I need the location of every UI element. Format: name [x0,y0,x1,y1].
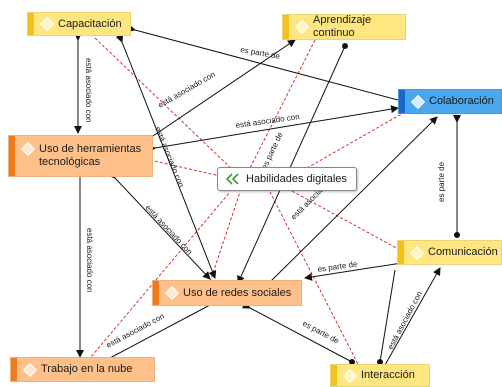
central-links [84,37,406,369]
edge-label: está asociado con [153,125,186,188]
node-label: Comunicación [428,246,498,258]
edge-label: está asociado con [157,70,217,110]
edge-label: es parte de [317,259,358,274]
diamond-icon [342,368,358,383]
edge-dot [342,43,348,49]
edge-label: es parte de [240,45,282,61]
edge-label: es parte de [437,161,446,202]
edge-label: está asociado con [85,228,94,293]
edge-label: está asociado con [84,58,93,123]
node-comunicacion[interactable]: Comunicación [397,240,502,265]
edge-inter-comun [378,267,441,374]
node-trabajo-nube[interactable]: Trabajo en la nube [10,357,155,382]
node-label: Interacción [361,369,415,381]
dashed-link-interaccion [269,191,361,369]
node-capacitacion[interactable]: Capacitación [27,12,131,36]
dashed-link-herramientas [149,159,221,177]
node-accent-bar [283,15,289,39]
diamond-icon [410,94,426,109]
diamond-icon [20,141,36,157]
diamond-icon [22,362,38,377]
edge-redes-colab [262,116,438,290]
node-label: Trabajo en la nube [41,363,133,375]
node-label: Colaboración [429,95,494,107]
node-label: Capacitación [58,17,122,30]
edge-nube-redes [101,304,211,365]
edge-label: está asociado con [144,203,195,256]
node-accent-bar [28,13,34,35]
edge-comun-redes [304,261,409,281]
node-label: Uso de herramientas tecnológicas [39,143,142,168]
edge-label: está asociado con [386,290,424,351]
node-accent-bar [153,281,159,305]
node-label: Uso de redes sociales [183,286,292,299]
edge-label: es parte de [301,319,341,346]
node-accent-bar [331,365,337,386]
node-uso-herramientas[interactable]: Uso de herramientas tecnológicas [8,135,153,177]
diamond-icon [294,19,310,35]
dashed-link-colaboracion [299,111,406,173]
double-chevron-icon [226,173,239,185]
diamond-icon [164,285,180,301]
node-accent-bar [9,136,15,176]
node-interaccion[interactable]: Interacción [330,364,430,387]
diamond-icon [409,245,425,260]
node-accent-bar [398,241,404,264]
node-accent-bar [399,90,405,113]
central-concept[interactable]: Habilidades digitales [217,167,357,191]
node-label: Aprendizaje continuo [313,14,372,39]
node-accent-bar [11,358,17,381]
edge-label: está asociado con [235,112,300,130]
edge-label: es parte de [260,130,285,171]
edge-inter-comun-2 [379,269,396,363]
node-uso-redes[interactable]: Uso de redes sociales [152,280,302,306]
node-aprendizaje-continuo[interactable]: Aprendizaje continuo [282,14,406,40]
dashed-link-aprendizaje [249,39,316,169]
edge-herram-redes [107,170,211,280]
central-label: Habilidades digitales [246,172,347,185]
dashed-link-redes [209,191,241,283]
edge-inter-redes [241,301,353,363]
edge-aprend-redes [237,45,346,284]
diamond-icon [39,16,55,32]
node-colaboracion[interactable]: Colaboración [398,89,502,114]
edge-colab-capac [127,24,399,101]
